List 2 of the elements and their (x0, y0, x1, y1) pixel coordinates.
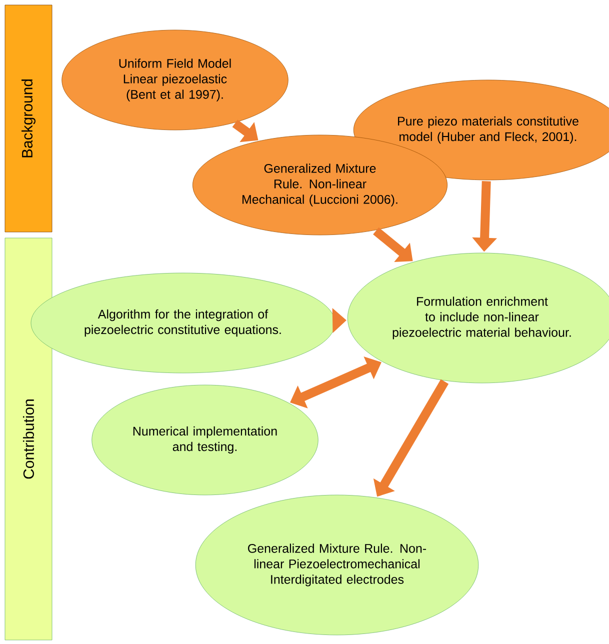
section-band: Background (4, 4, 52, 232)
section-band: Contribution (4, 238, 52, 640)
